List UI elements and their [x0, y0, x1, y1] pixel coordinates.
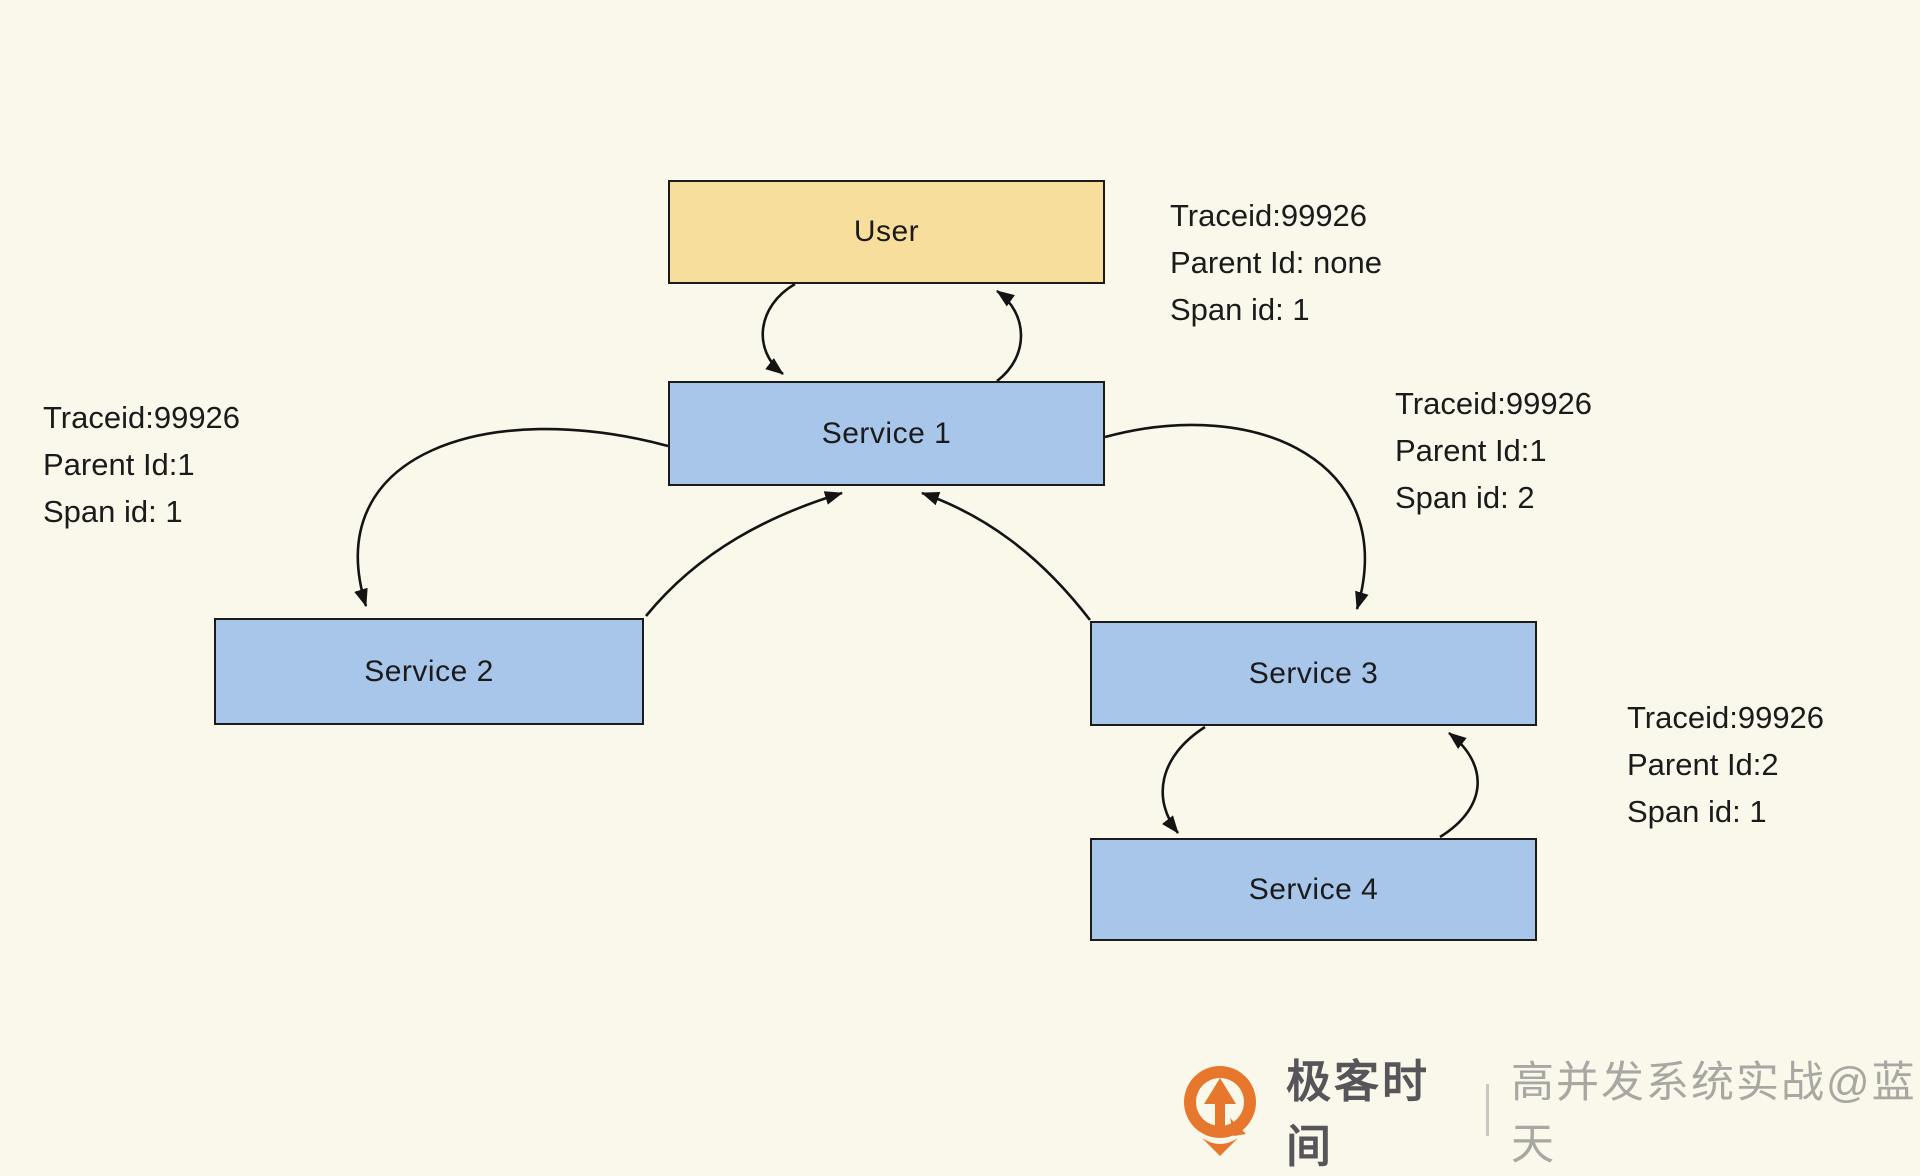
annotation-line: Span id: 1 [1627, 794, 1767, 829]
node-user-label: User [853, 215, 920, 248]
node-service3: Service 3 [1090, 621, 1537, 726]
annotation-line: Span id: 1 [1170, 292, 1310, 327]
annotation-service3-span: Traceid:99926 Parent Id:1 Span id: 2 [1395, 380, 1592, 521]
node-service1: Service 1 [668, 381, 1105, 486]
arrow-service1-to-service2 [354, 427, 669, 607]
annotation-service4-span: Traceid:99926 Parent Id:2 Span id: 1 [1627, 694, 1824, 835]
arrow-service3-to-service4 [1161, 725, 1206, 834]
annotation-line: Traceid:99926 [1627, 700, 1825, 735]
geektime-logo-icon [1184, 1066, 1256, 1156]
node-service2: Service 2 [214, 618, 644, 725]
node-service1-label: Service 1 [821, 416, 952, 450]
annotation-line: Traceid:99926 [1395, 386, 1593, 421]
node-service3-label: Service 3 [1248, 656, 1379, 690]
annotation-line: Traceid:99926 [43, 400, 241, 435]
annotation-line: Parent Id:2 [1627, 747, 1779, 782]
separator-bar [1486, 1084, 1489, 1136]
annotation-line: Span id: 2 [1395, 480, 1535, 515]
brand-watermark: 高并发系统实战@蓝天 [1510, 1059, 1917, 1169]
node-service2-label: Service 2 [364, 654, 494, 688]
brand-footer: 极客时间 高并发系统实战@蓝天 [1178, 1056, 1920, 1172]
annotation-line: Parent Id:1 [43, 447, 195, 482]
annotation-line: Parent Id:1 [1395, 433, 1547, 468]
brand-name: 极客时间 [1286, 1056, 1431, 1172]
arrow-service4-to-service3 [1439, 731, 1479, 839]
arrow-service1-to-user [996, 289, 1023, 383]
arrow-service2-to-service1 [644, 491, 843, 617]
node-user: User [668, 180, 1105, 284]
node-service4: Service 4 [1090, 838, 1537, 941]
annotation-line: Span id: 1 [43, 494, 183, 529]
node-service4-label: Service 4 [1248, 872, 1379, 906]
arrow-service3-to-service1 [921, 491, 1092, 621]
annotation-user-span: Traceid:99926 Parent Id: none Span id: 1 [1170, 192, 1382, 333]
annotation-line: Parent Id: none [1170, 245, 1382, 280]
arrow-user-to-service1 [761, 282, 796, 376]
arrow-service1-to-service3 [1104, 423, 1369, 610]
annotation-service2-span: Traceid:99926 Parent Id:1 Span id: 1 [43, 394, 240, 535]
annotation-line: Traceid:99926 [1170, 198, 1368, 233]
